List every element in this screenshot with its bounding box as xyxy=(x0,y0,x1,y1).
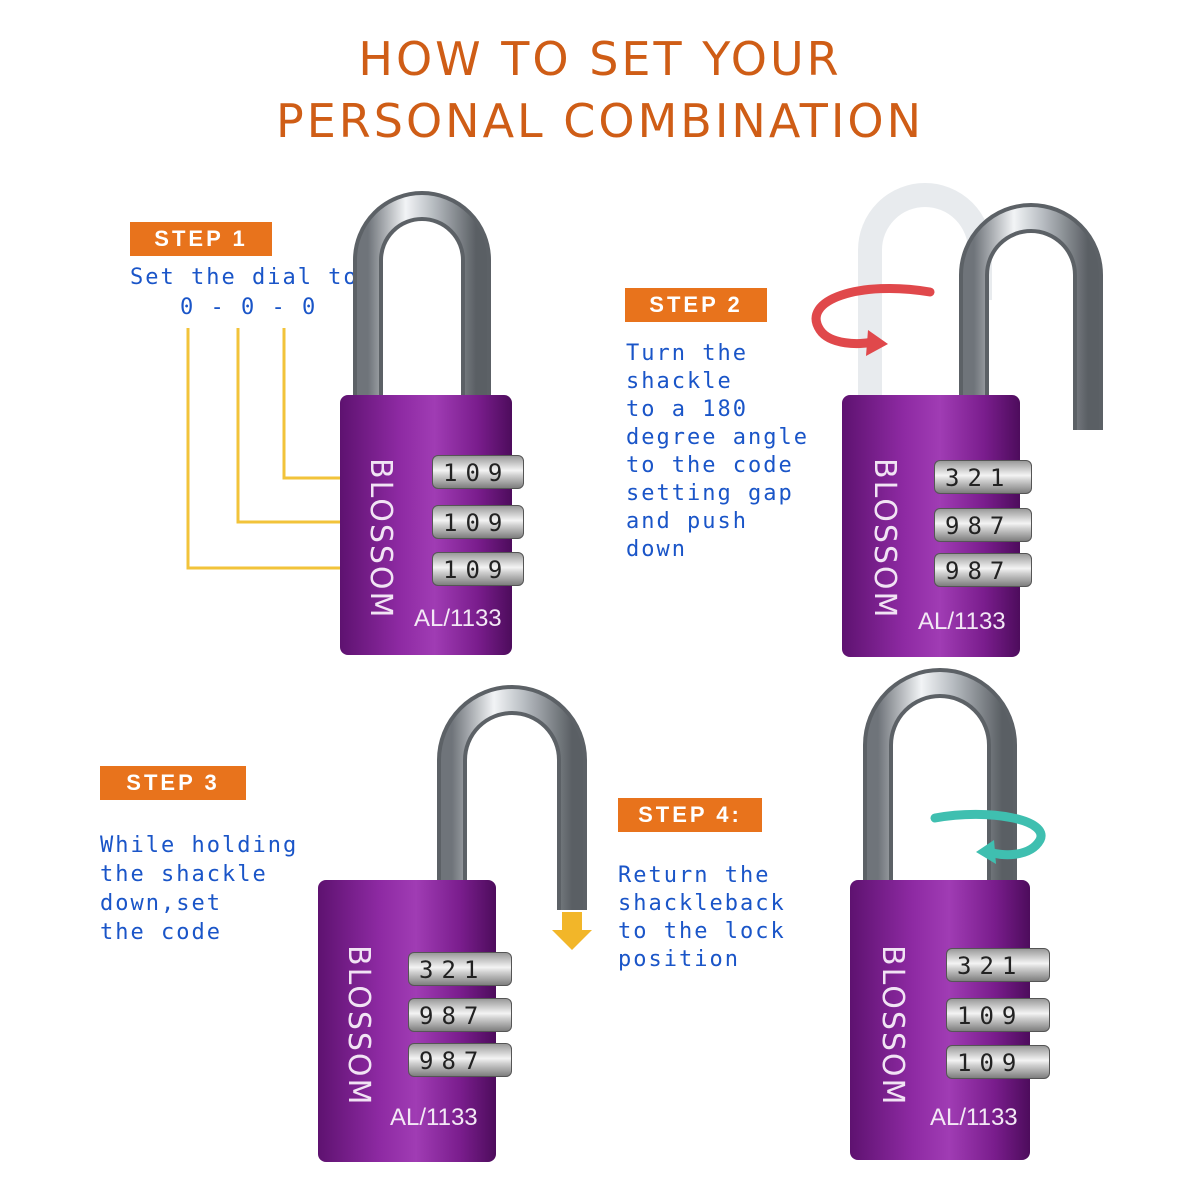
step-2-text-line-2: shackle xyxy=(626,369,733,394)
hold-down-arrow-icon xyxy=(552,912,592,950)
lock-4-dial-3[interactable]: 109 xyxy=(946,1045,1050,1079)
lock-2-dial-2[interactable]: 987 xyxy=(934,508,1032,542)
step-3-text-line-2: the shackle xyxy=(100,862,268,887)
step-2-text-line-1: Turn the xyxy=(626,341,748,366)
step-2-badge: STEP 2 xyxy=(625,288,767,322)
page-title-line-2: PERSONAL COMBINATION xyxy=(275,94,925,148)
step-1-text-line-2: 0 - 0 - 0 xyxy=(180,295,318,320)
lock-1-dial-1[interactable]: 109 xyxy=(432,455,524,489)
step-2-text-line-5: to the code xyxy=(626,453,794,478)
step-3-text-line-4: the code xyxy=(100,920,222,945)
step-4-badge: STEP 4: xyxy=(618,798,762,832)
rotate-arrow-red-icon xyxy=(811,283,935,348)
lock-4-brand: BLOSSOM xyxy=(875,945,910,1107)
rotate-arrow-teal-icon xyxy=(930,809,1046,860)
lock-1-model: AL/1133 xyxy=(414,605,502,632)
lock-2-dial-3[interactable]: 987 xyxy=(934,553,1032,587)
lock-2-dial-1[interactable]: 321 xyxy=(934,460,1032,494)
lock-3-dial-1[interactable]: 321 xyxy=(408,952,512,986)
page-title-line-1: HOW TO SET YOUR xyxy=(358,32,842,86)
lock-3-dial-3[interactable]: 987 xyxy=(408,1043,512,1077)
step-2-text-line-6: setting gap xyxy=(626,481,794,506)
step-4-text-line-2: shackleback xyxy=(618,891,786,916)
lock-2-brand: BLOSSOM xyxy=(867,458,902,620)
lock-2-model: AL/1133 xyxy=(918,608,1006,635)
step-2-text-line-3: to a 180 xyxy=(626,397,748,422)
step-1-badge: STEP 1 xyxy=(130,222,272,256)
lock-1-brand: BLOSSOM xyxy=(363,458,398,620)
step-4-text-line-3: to the lock xyxy=(618,919,786,944)
lock-4-dial-2[interactable]: 109 xyxy=(946,998,1050,1032)
step-4-text-line-4: position xyxy=(618,947,740,972)
lock-4-dial-1[interactable]: 321 xyxy=(946,948,1050,982)
lock-3-dial-2[interactable]: 987 xyxy=(408,998,512,1032)
step-3-badge: STEP 3 xyxy=(100,766,246,800)
step-2-text-line-7: and push xyxy=(626,509,748,534)
lock-4-model: AL/1133 xyxy=(930,1104,1018,1131)
step-4-text-line-1: Return the xyxy=(618,863,771,888)
step-3-text-line-3: down,set xyxy=(100,891,222,916)
lock-3-model: AL/1133 xyxy=(390,1104,478,1131)
step-1-text-line-1: Set the dial to xyxy=(130,265,359,290)
lock-3-brand: BLOSSOM xyxy=(341,945,376,1107)
step-2-text-line-4: degree angle xyxy=(626,425,809,450)
lock-1-dial-2[interactable]: 109 xyxy=(432,505,524,539)
step-2-text-line-8: down xyxy=(626,537,687,562)
lock-1-dial-3[interactable]: 109 xyxy=(432,552,524,586)
step-3-text-line-1: While holding xyxy=(100,833,299,858)
